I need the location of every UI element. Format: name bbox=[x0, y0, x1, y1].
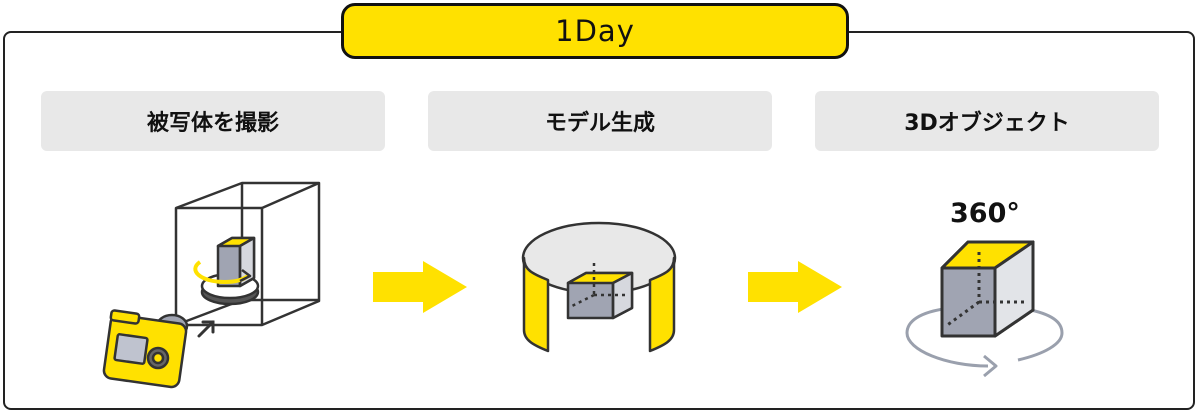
step-arrow-1 bbox=[373, 261, 467, 313]
step-label-capture: 被写体を撮影 bbox=[41, 91, 385, 151]
step-label-object: 3Dオブジェクト bbox=[815, 91, 1159, 151]
model-generation-icon bbox=[521, 221, 677, 353]
step-arrow-2 bbox=[748, 261, 842, 313]
rotating-object-icon bbox=[905, 240, 1064, 378]
step-label-generate: モデル生成 bbox=[428, 91, 772, 151]
camera-direction-arrow-icon bbox=[197, 320, 215, 338]
photo-booth-icon bbox=[174, 181, 321, 327]
camera-icon bbox=[102, 309, 189, 389]
duration-badge: 1Day bbox=[341, 3, 849, 59]
rotation-angle-label: 360° bbox=[950, 198, 1020, 229]
